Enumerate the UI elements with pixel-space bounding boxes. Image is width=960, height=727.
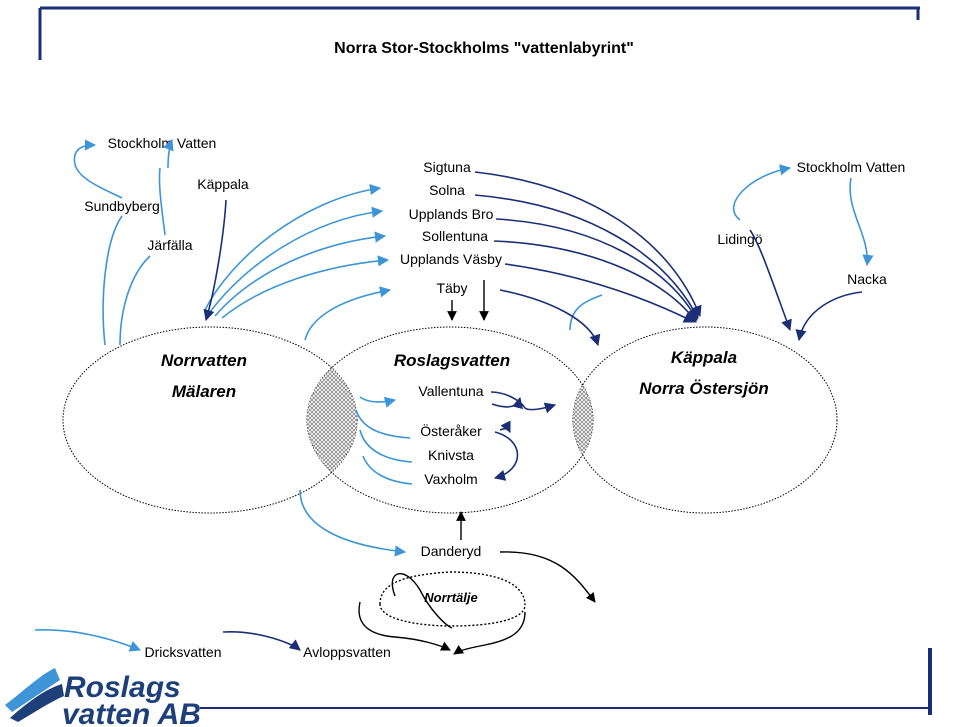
page-title: Norra Stor-Stockholms "vattenlabyrint" — [334, 40, 634, 57]
logo-text-line1: Roslags — [64, 671, 181, 704]
label-jarfalla: Järfälla — [147, 237, 192, 253]
label-nacka: Nacka — [847, 271, 887, 287]
legend-drinking-water-swatch — [34, 629, 142, 652]
region-kappala: Käppala — [671, 348, 737, 367]
label-kappala-top: Käppala — [197, 176, 249, 192]
legend-sewage-label: Avloppsvatten — [303, 644, 391, 660]
label-stockholm-vatten-left: Stockholm Vatten — [108, 135, 217, 151]
sewage-arrows — [203, 171, 863, 481]
label-upplands-vasby: Upplands Väsby — [400, 251, 502, 267]
logo-text-line2: vatten AB — [62, 698, 201, 727]
label-danderyd: Danderyd — [421, 543, 482, 559]
frame — [38, 6, 932, 715]
label-knivsta: Knivsta — [428, 447, 474, 463]
kappala-ellipse — [572, 326, 838, 514]
drinking-water-arrows — [73, 138, 874, 557]
label-osteraker: Österåker — [420, 422, 482, 439]
logo-wave-dark-icon — [10, 684, 64, 722]
roslagsvatten-logo: Roslags vatten AB — [5, 668, 201, 727]
label-sollentuna: Sollentuna — [422, 228, 488, 244]
region-ellipses — [62, 326, 838, 514]
label-sundbyberg: Sundbyberg — [84, 198, 160, 214]
label-stockholm-vatten-right: Stockholm Vatten — [797, 159, 906, 175]
label-taby: Täby — [436, 280, 467, 296]
logo-wave-icon — [5, 668, 60, 712]
label-vallentuna: Vallentuna — [418, 383, 483, 399]
region-malaren: Mälaren — [172, 382, 236, 401]
label-norrtalje: Norrtälje — [424, 590, 477, 605]
legend-drinking-water-label: Dricksvatten — [144, 644, 221, 660]
legend: Dricksvatten Avloppsvatten — [34, 629, 391, 660]
label-lidingo: Lidingö — [717, 231, 762, 247]
label-upplands-bro: Upplands Bro — [409, 206, 494, 222]
black-arrows — [358, 280, 596, 655]
region-norra-ostersjon: Norra Östersjön — [639, 379, 768, 398]
label-vaxholm: Vaxholm — [424, 471, 477, 487]
region-roslagsvatten: Roslagsvatten — [394, 351, 510, 370]
region-norrvatten: Norrvatten — [161, 351, 247, 370]
legend-sewage-swatch — [222, 631, 301, 651]
label-solna: Solna — [429, 182, 465, 198]
label-sigtuna: Sigtuna — [423, 159, 471, 175]
